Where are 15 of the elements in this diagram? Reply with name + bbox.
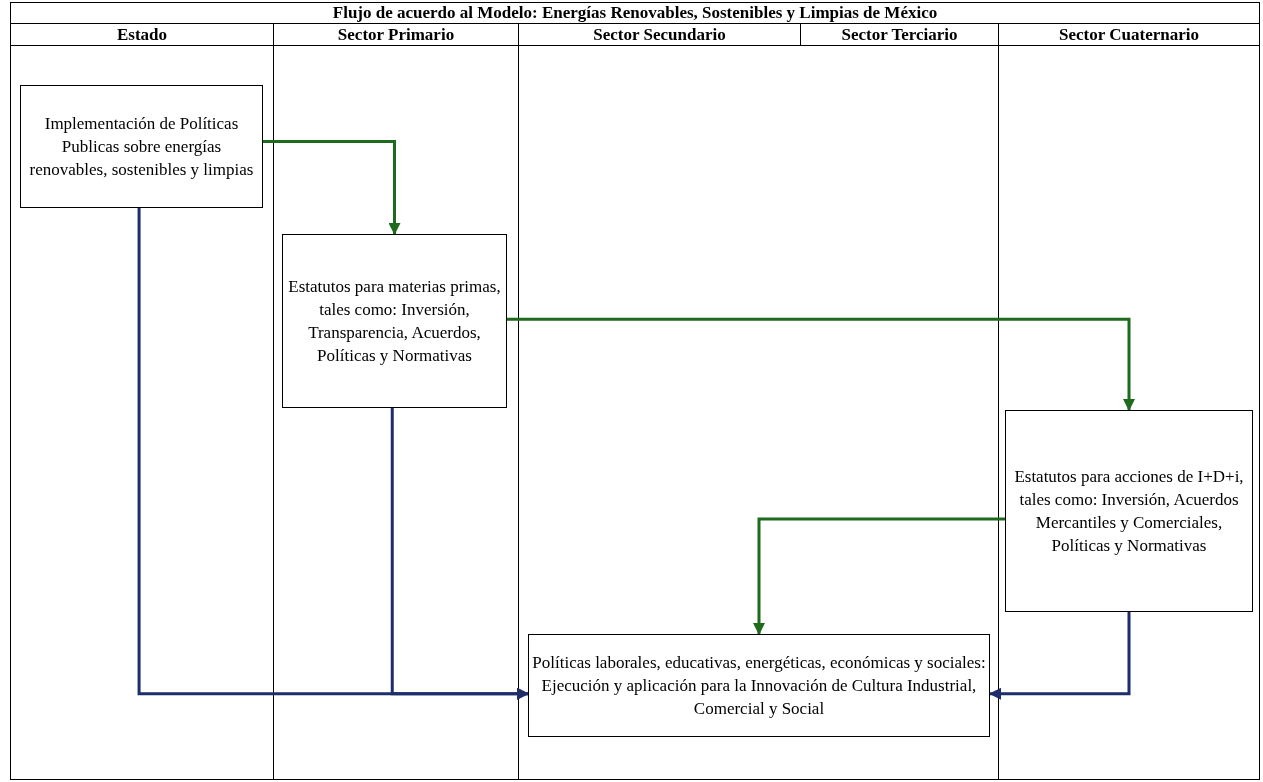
column-header: Sector Cuaternario [998,23,1260,46]
column-header: Sector Terciario [800,23,999,46]
arrow [753,517,1005,635]
arrow [507,317,1135,411]
process-box: Implementación de Políticas Publicas sobre energías renovables, sostenibles y limpias [20,85,263,208]
process-box: Estatutos para materias primas, tales como: Inversión, Transparencia, Acuerdos, Políticas y Normativas [282,234,507,408]
process-box: Estatutos para acciones de I+D+i, tales como: Inversión, Acuerdos Mercantiles y Comerciales, Políticas y Normativas [1005,410,1253,612]
arrow [390,408,529,700]
process-box: Políticas laborales, educativas, energéticas, económicas y sociales: Ejecución y aplicación para la Innovación de Cultura Industrial, Comercial y Social [528,634,990,737]
arrow [989,612,1131,700]
column-header: Sector Primario [273,23,519,46]
diagram-title: Flujo de acuerdo al Modelo: Energías Renovables, Sostenibles y Limpias de México [331,2,939,24]
column-header: Estado [10,23,274,46]
arrow [263,140,401,235]
column-header: Sector Secundario [518,23,801,46]
